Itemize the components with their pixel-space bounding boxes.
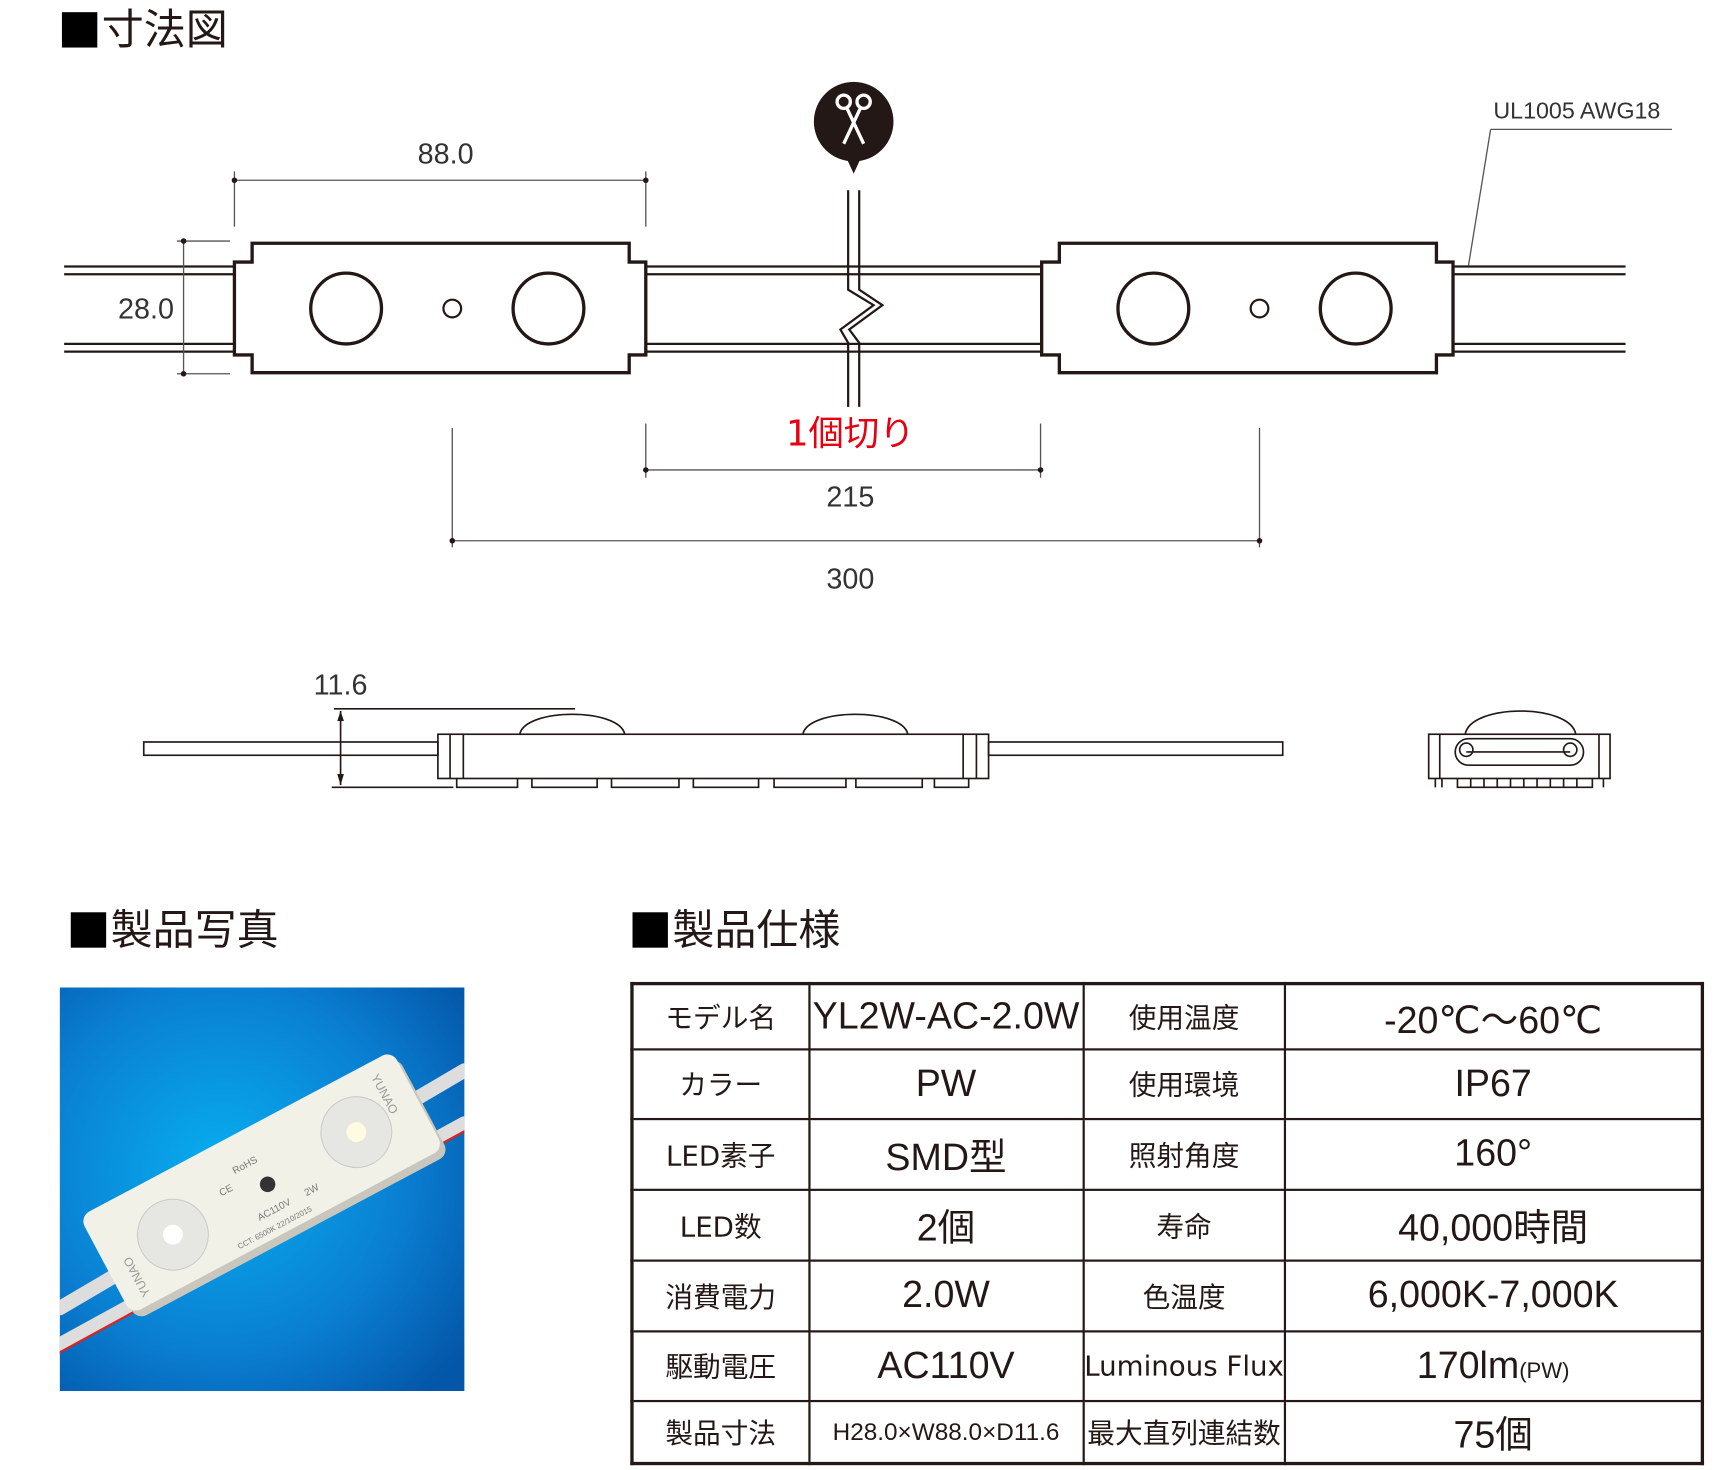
spec-label: 消費電力	[630, 1258, 810, 1332]
spec-value-text: SMD型	[885, 1136, 1007, 1179]
spec-value-suffix: (PW)	[1519, 1358, 1570, 1383]
spec-value-text: 160°	[1454, 1132, 1533, 1175]
spec-label: モデル名	[630, 982, 810, 1050]
spec-label-text: 使用温度	[1128, 1002, 1240, 1035]
depth-dimension: 11.6	[313, 667, 368, 702]
heading-photo: 製品写真	[70, 905, 279, 955]
width-dimension: 88.0	[417, 137, 474, 171]
spec-label-text: 寿命	[1156, 1210, 1212, 1243]
spec-row: LED数 2個 寿命 40,000時間	[630, 1188, 1704, 1262]
spec-value: 6,000K-7,000K	[1283, 1258, 1704, 1332]
spec-label-text: モデル名	[665, 1002, 776, 1035]
spec-value-text: YL2W-AC-2.0W	[812, 994, 1080, 1037]
spec-label-text: LED素子	[665, 1139, 776, 1172]
spec-value-text: H28.0×W88.0×D11.6	[832, 1417, 1060, 1446]
spec-label-text: カラー	[679, 1069, 763, 1102]
spec-row: モデル名 YL2W-AC-2.0W 使用温度 -20℃～60℃	[630, 982, 1704, 1050]
spec-value: AC110V	[807, 1329, 1085, 1402]
spec-value: PW	[807, 1047, 1085, 1120]
spec-label-text: LED数	[679, 1210, 762, 1243]
span-dimension: 300	[826, 561, 875, 595]
spec-label: 寿命	[1082, 1188, 1287, 1262]
spec-value: -20℃～60℃	[1283, 982, 1704, 1050]
spec-label: Luminous Flux	[1082, 1329, 1287, 1402]
wire-label: UL1005 AWG18	[1493, 98, 1661, 124]
spec-label: LED素子	[630, 1117, 810, 1191]
spec-value-text: 2.0W	[902, 1273, 990, 1316]
spec-label-text: 消費電力	[665, 1281, 776, 1314]
spec-label: 使用環境	[1082, 1047, 1287, 1120]
spec-label: 駆動電圧	[630, 1329, 810, 1402]
square-bullet-icon	[632, 912, 668, 948]
spec-value-text: PW	[915, 1062, 977, 1105]
height-dimension: 28.0	[117, 291, 174, 326]
spec-row: 消費電力 2.0W 色温度 6,000K-7,000K	[630, 1258, 1704, 1332]
spec-label-text: 製品寸法	[665, 1417, 776, 1450]
top-view-drawing	[64, 81, 1672, 548]
spec-value: IP67	[1283, 1047, 1704, 1120]
scissors-icon	[813, 81, 894, 174]
spec-value-text: AC110V	[877, 1344, 1015, 1387]
module-outline	[232, 241, 648, 375]
spec-value-text: 2個	[916, 1207, 976, 1250]
spec-value: SMD型	[807, 1117, 1085, 1191]
spec-table: モデル名 YL2W-AC-2.0W 使用温度 -20℃～60℃ カラー PW 使用環境 IP6…	[630, 981, 1704, 1466]
spec-row: 製品寸法 H28.0×W88.0×D11.6 最大直列連結数 75個	[630, 1399, 1704, 1465]
spec-label: 最大直列連結数	[1082, 1399, 1287, 1465]
spec-value: 75個	[1283, 1399, 1704, 1465]
square-bullet-icon	[61, 12, 98, 48]
spec-value: 160°	[1283, 1117, 1704, 1191]
spec-value-text: 170lm	[1416, 1344, 1520, 1387]
heading-text: 製品仕様	[672, 905, 841, 955]
heading-text: 寸法図	[101, 5, 228, 55]
spec-label-text: 照射角度	[1128, 1139, 1240, 1172]
spec-value-text: 40,000時間	[1398, 1207, 1589, 1250]
product-photo: RoHS CE AC110V 2W CCT: 6500K 22/10/2015 …	[59, 987, 465, 1392]
side-view-drawing	[142, 707, 1611, 789]
spec-label: 使用温度	[1082, 982, 1287, 1050]
spec-label: LED数	[630, 1188, 810, 1262]
spec-label-text: 駆動電圧	[665, 1351, 776, 1384]
spec-value: 40,000時間	[1283, 1188, 1704, 1262]
spec-label-text: 使用環境	[1128, 1069, 1240, 1102]
spec-row: LED素子 SMD型 照射角度 160°	[630, 1117, 1704, 1191]
square-bullet-icon	[70, 912, 107, 948]
spec-value: 170lm(PW)	[1283, 1329, 1704, 1402]
spec-value: 2個	[807, 1188, 1085, 1262]
spec-value-text: IP67	[1454, 1062, 1532, 1105]
spec-label: 照射角度	[1082, 1117, 1287, 1191]
spec-label-text: Luminous Flux	[1084, 1349, 1284, 1382]
module-outline	[1040, 241, 1455, 375]
spec-value-text: -20℃～60℃	[1384, 999, 1603, 1042]
pitch-dimension: 215	[826, 479, 875, 514]
spec-label: 色温度	[1082, 1258, 1287, 1332]
spec-value: 2.0W	[807, 1258, 1085, 1332]
heading-text: 製品写真	[110, 905, 279, 955]
spec-value-text: 6,000K-7,000K	[1367, 1273, 1619, 1316]
heading-specs: 製品仕様	[632, 905, 841, 955]
heading-dimensions: 寸法図	[61, 5, 228, 55]
spec-label: 製品寸法	[630, 1399, 810, 1465]
spec-value: H28.0×W88.0×D11.6	[807, 1399, 1085, 1465]
spec-value-text: 75個	[1453, 1414, 1533, 1457]
spec-label-text: 色温度	[1142, 1281, 1226, 1314]
spec-label: カラー	[630, 1047, 810, 1120]
cut-label: 1個切り	[786, 412, 915, 455]
spec-label-text: 最大直列連結数	[1087, 1417, 1281, 1450]
spec-row: カラー PW 使用環境 IP67	[630, 1047, 1704, 1120]
spec-value: YL2W-AC-2.0W	[807, 982, 1085, 1050]
